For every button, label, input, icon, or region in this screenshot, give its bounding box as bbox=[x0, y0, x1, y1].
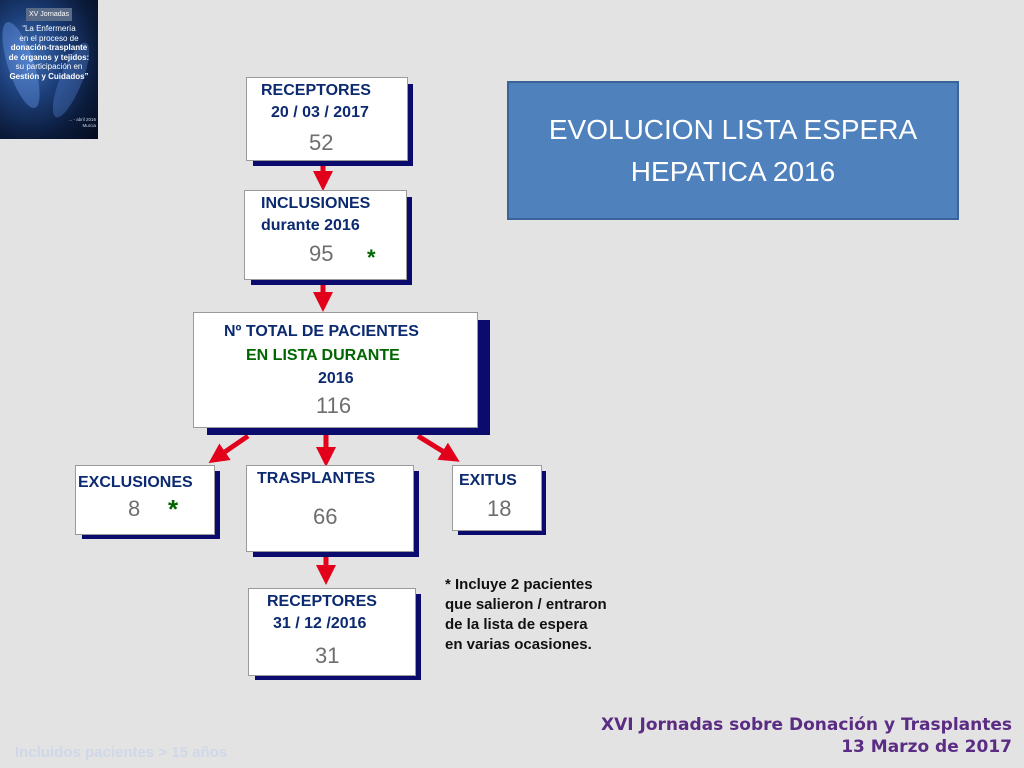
logo-footer-line: Murcia bbox=[82, 123, 96, 128]
total-line1: Nº TOTAL DE PACIENTES bbox=[224, 323, 419, 340]
slide-title-line1: EVOLUCION LISTA ESPERA bbox=[548, 113, 918, 145]
box-exitus: EXITUS 18 bbox=[452, 465, 542, 531]
exclusiones-label: EXCLUSIONES bbox=[78, 474, 193, 491]
receptores-inicio-label: RECEPTORES bbox=[261, 82, 371, 99]
total-value: 116 bbox=[316, 393, 352, 418]
box-inclusiones: INCLUSIONES durante 2016 95 * bbox=[244, 190, 407, 280]
logo-line: de órganos y tejidos: bbox=[8, 52, 90, 62]
box-receptores-fin: RECEPTORES 31 / 12 /2016 31 bbox=[248, 588, 416, 676]
inclusiones-value: 95 bbox=[309, 241, 334, 266]
logo-line: en el proceso de bbox=[19, 33, 79, 43]
event-date: 13 Marzo de 2017 bbox=[841, 737, 1012, 757]
receptores-fin-value: 31 bbox=[315, 643, 340, 668]
inclusiones-label: INCLUSIONES bbox=[261, 195, 371, 212]
event-logo: XV Jornadas “La Enfermería en el proceso… bbox=[0, 0, 98, 139]
slide-title-line2: HEPATICA 2016 bbox=[630, 155, 836, 187]
logo-line: “La Enfermería bbox=[22, 24, 76, 33]
slide-title: EVOLUCION LISTA ESPERA HEPATICA 2016 bbox=[507, 81, 959, 220]
total-line2: EN LISTA DURANTE bbox=[246, 347, 400, 364]
logo-line: su participación en bbox=[15, 62, 83, 71]
inclusion-criteria-note: Incluidos pacientes > 15 años bbox=[15, 744, 228, 761]
arrow-total-to-exitus bbox=[416, 433, 460, 462]
receptores-fin-label: RECEPTORES bbox=[267, 593, 377, 610]
exclusiones-value: 8 bbox=[128, 496, 141, 521]
exitus-value: 18 bbox=[487, 496, 512, 521]
logo-footer-line: ... - abril 2016 bbox=[68, 117, 96, 122]
arrow-total-to-exclusiones bbox=[208, 433, 250, 464]
total-line3: 2016 bbox=[318, 370, 354, 387]
box-total: Nº TOTAL DE PACIENTES EN LISTA DURANTE 2… bbox=[193, 312, 478, 428]
receptores-inicio-value: 52 bbox=[309, 130, 334, 155]
exitus-label: EXITUS bbox=[459, 472, 517, 489]
logo-line: Gestión y Cuidados” bbox=[9, 71, 89, 81]
footnote-line: en varias ocasiones. bbox=[445, 636, 592, 653]
box-trasplantes: TRASPLANTES 66 bbox=[246, 465, 414, 552]
footnote-line: que salieron / entraron bbox=[445, 596, 607, 613]
trasplantes-label: TRASPLANTES bbox=[257, 470, 376, 487]
event-name: XVI Jornadas sobre Donación y Trasplante… bbox=[601, 715, 1012, 735]
box-exclusiones: EXCLUSIONES 8 * bbox=[75, 465, 215, 535]
box-receptores-inicio: RECEPTORES 20 / 03 / 2017 52 bbox=[246, 77, 408, 161]
trasplantes-value: 66 bbox=[313, 504, 338, 529]
receptores-fin-date: 31 / 12 /2016 bbox=[273, 615, 367, 632]
receptores-inicio-date: 20 / 03 / 2017 bbox=[271, 104, 369, 121]
event-footer: XVI Jornadas sobre Donación y Trasplante… bbox=[601, 714, 1012, 758]
logo-line: donación-trasplante bbox=[10, 43, 88, 52]
footnote-line: * Incluye 2 pacientes bbox=[445, 576, 593, 593]
inclusiones-sub: durante 2016 bbox=[261, 217, 360, 234]
footnote: * Incluye 2 pacientes que salieron / ent… bbox=[445, 575, 645, 655]
exclusiones-asterisk: * bbox=[168, 494, 179, 524]
logo-heading: XV Jornadas bbox=[26, 8, 72, 21]
logo-text: “La Enfermería en el proceso de donación… bbox=[3, 24, 95, 81]
footnote-line: de la lista de espera bbox=[445, 616, 588, 633]
logo-footer: ... - abril 2016 Murcia bbox=[40, 117, 96, 129]
inclusiones-asterisk: * bbox=[367, 245, 376, 270]
